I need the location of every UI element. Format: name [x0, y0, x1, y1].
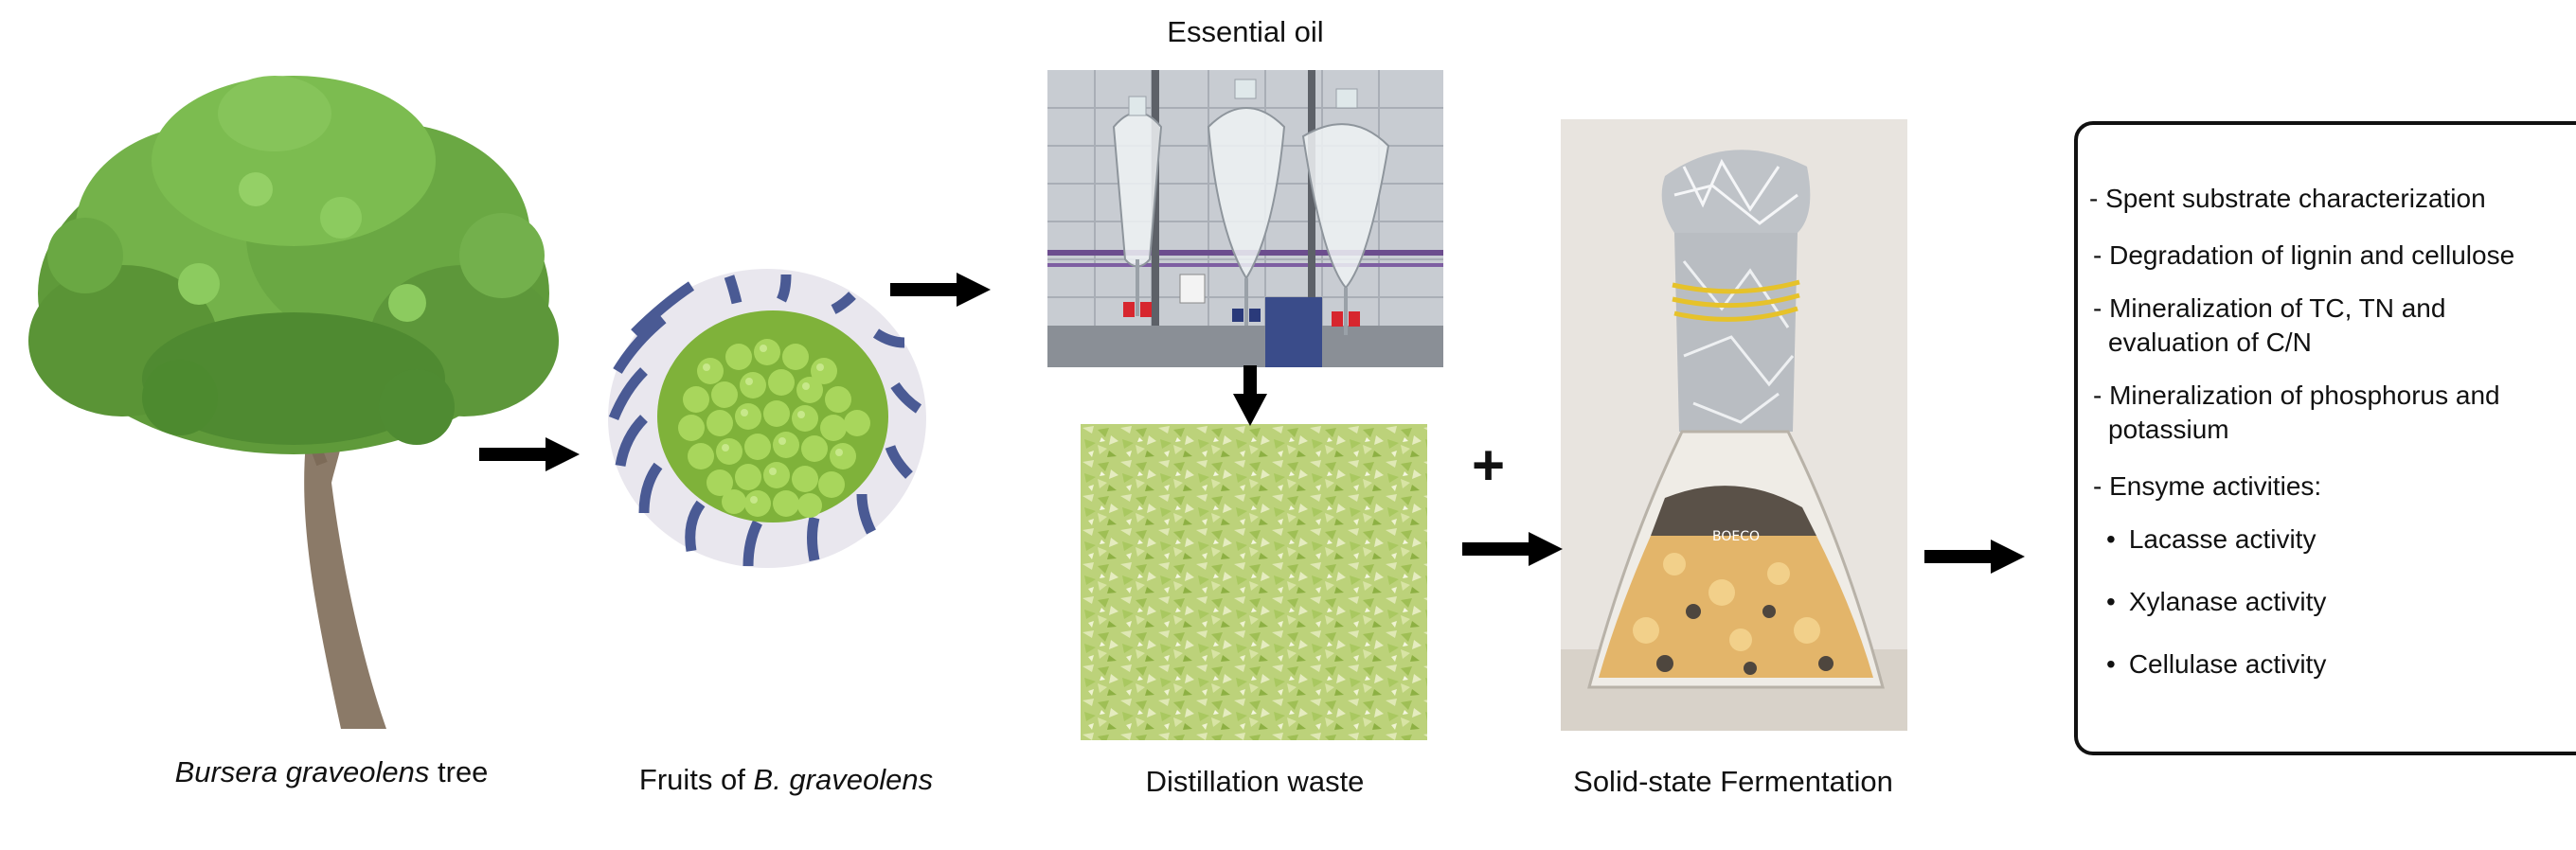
caption-fruits-prefix: Fruits of — [638, 763, 754, 796]
arrow-right-1 — [479, 437, 580, 471]
result-item: - Mineralization of phosphorus and — [2093, 381, 2500, 410]
flask-label: BOECO — [1712, 529, 1760, 544]
ssf-flask-photo: BOECO — [1561, 119, 1907, 731]
caption-tree-suffix: tree — [429, 755, 489, 788]
plus-sign: + — [1472, 434, 1506, 497]
result-bullet-item: Xylanase activity — [2106, 585, 2327, 619]
arrow-right-2 — [890, 273, 991, 307]
arrow-down — [1233, 365, 1267, 426]
arrow-right-3 — [1462, 532, 1563, 566]
essential-oil-photo — [1047, 70, 1443, 367]
caption-distillation-waste: Distillation waste — [1145, 765, 1365, 798]
caption-tree: Bursera graveolens tree — [133, 755, 530, 789]
caption-fruits: Fruits of B. graveolens — [606, 763, 966, 797]
caption-ssf: Solid-state Fermentation — [1573, 765, 1893, 798]
arrow-right-4 — [1924, 540, 2025, 574]
result-bullet-item: Lacasse activity — [2106, 522, 2317, 557]
result-item: potassium — [2108, 415, 2229, 444]
caption-tree-species: Bursera graveolens — [174, 755, 430, 788]
caption-essential-oil: Essential oil — [1167, 15, 1324, 48]
result-item: - Ensyme activities: — [2093, 471, 2322, 501]
caption-fruits-species: B. graveolens — [753, 763, 934, 796]
result-item: - Degradation of lignin and cellulose — [2093, 240, 2515, 270]
result-item: - Mineralization of TC, TN and — [2093, 293, 2446, 323]
result-item: - Spent substrate characterization — [2089, 184, 2486, 213]
fruits-sack-image — [608, 269, 926, 568]
distillation-waste-photo — [1081, 424, 1427, 740]
tree-image — [28, 76, 559, 729]
result-item: evaluation of C/N — [2108, 328, 2312, 357]
result-bullet-item: Cellulase activity — [2106, 647, 2327, 682]
